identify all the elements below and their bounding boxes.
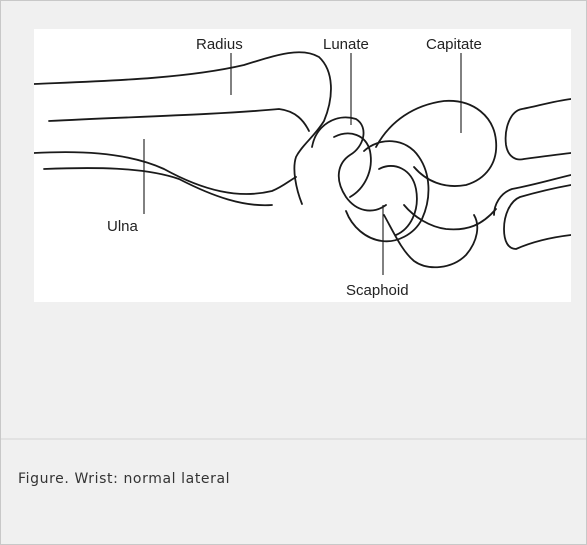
caption-divider [1, 438, 586, 440]
lunate-inner-curve [334, 133, 371, 197]
capitate-label: Capitate [426, 36, 482, 53]
figure-caption: Figure. Wrist: normal lateral [18, 471, 230, 487]
ulna-bone-outline [34, 152, 296, 194]
wrist-diagram: Radius Lunate Capitate Ulna Scaphoid [34, 29, 571, 302]
figure-area: Radius Lunate Capitate Ulna Scaphoid [1, 1, 586, 439]
ulna-lower-edge [44, 168, 272, 205]
lunate-bone-outline [312, 117, 386, 210]
metacarpal-lower [504, 185, 571, 249]
radius-lower-edge [49, 109, 309, 131]
lunate-label: Lunate [323, 36, 369, 53]
trapezium-bone-outline [384, 215, 477, 267]
scaphoid-label: Scaphoid [346, 282, 409, 299]
radius-label: Radius [196, 36, 243, 53]
metacarpal-middle [494, 175, 571, 215]
capitate-bone-outline [376, 101, 496, 186]
metacarpal-upper [506, 99, 571, 159]
ulna-label: Ulna [107, 218, 139, 235]
wrist-lateral-drawing: Radius Lunate Capitate Ulna Scaphoid [34, 29, 571, 302]
scaphoid-inner-curve [379, 166, 417, 235]
